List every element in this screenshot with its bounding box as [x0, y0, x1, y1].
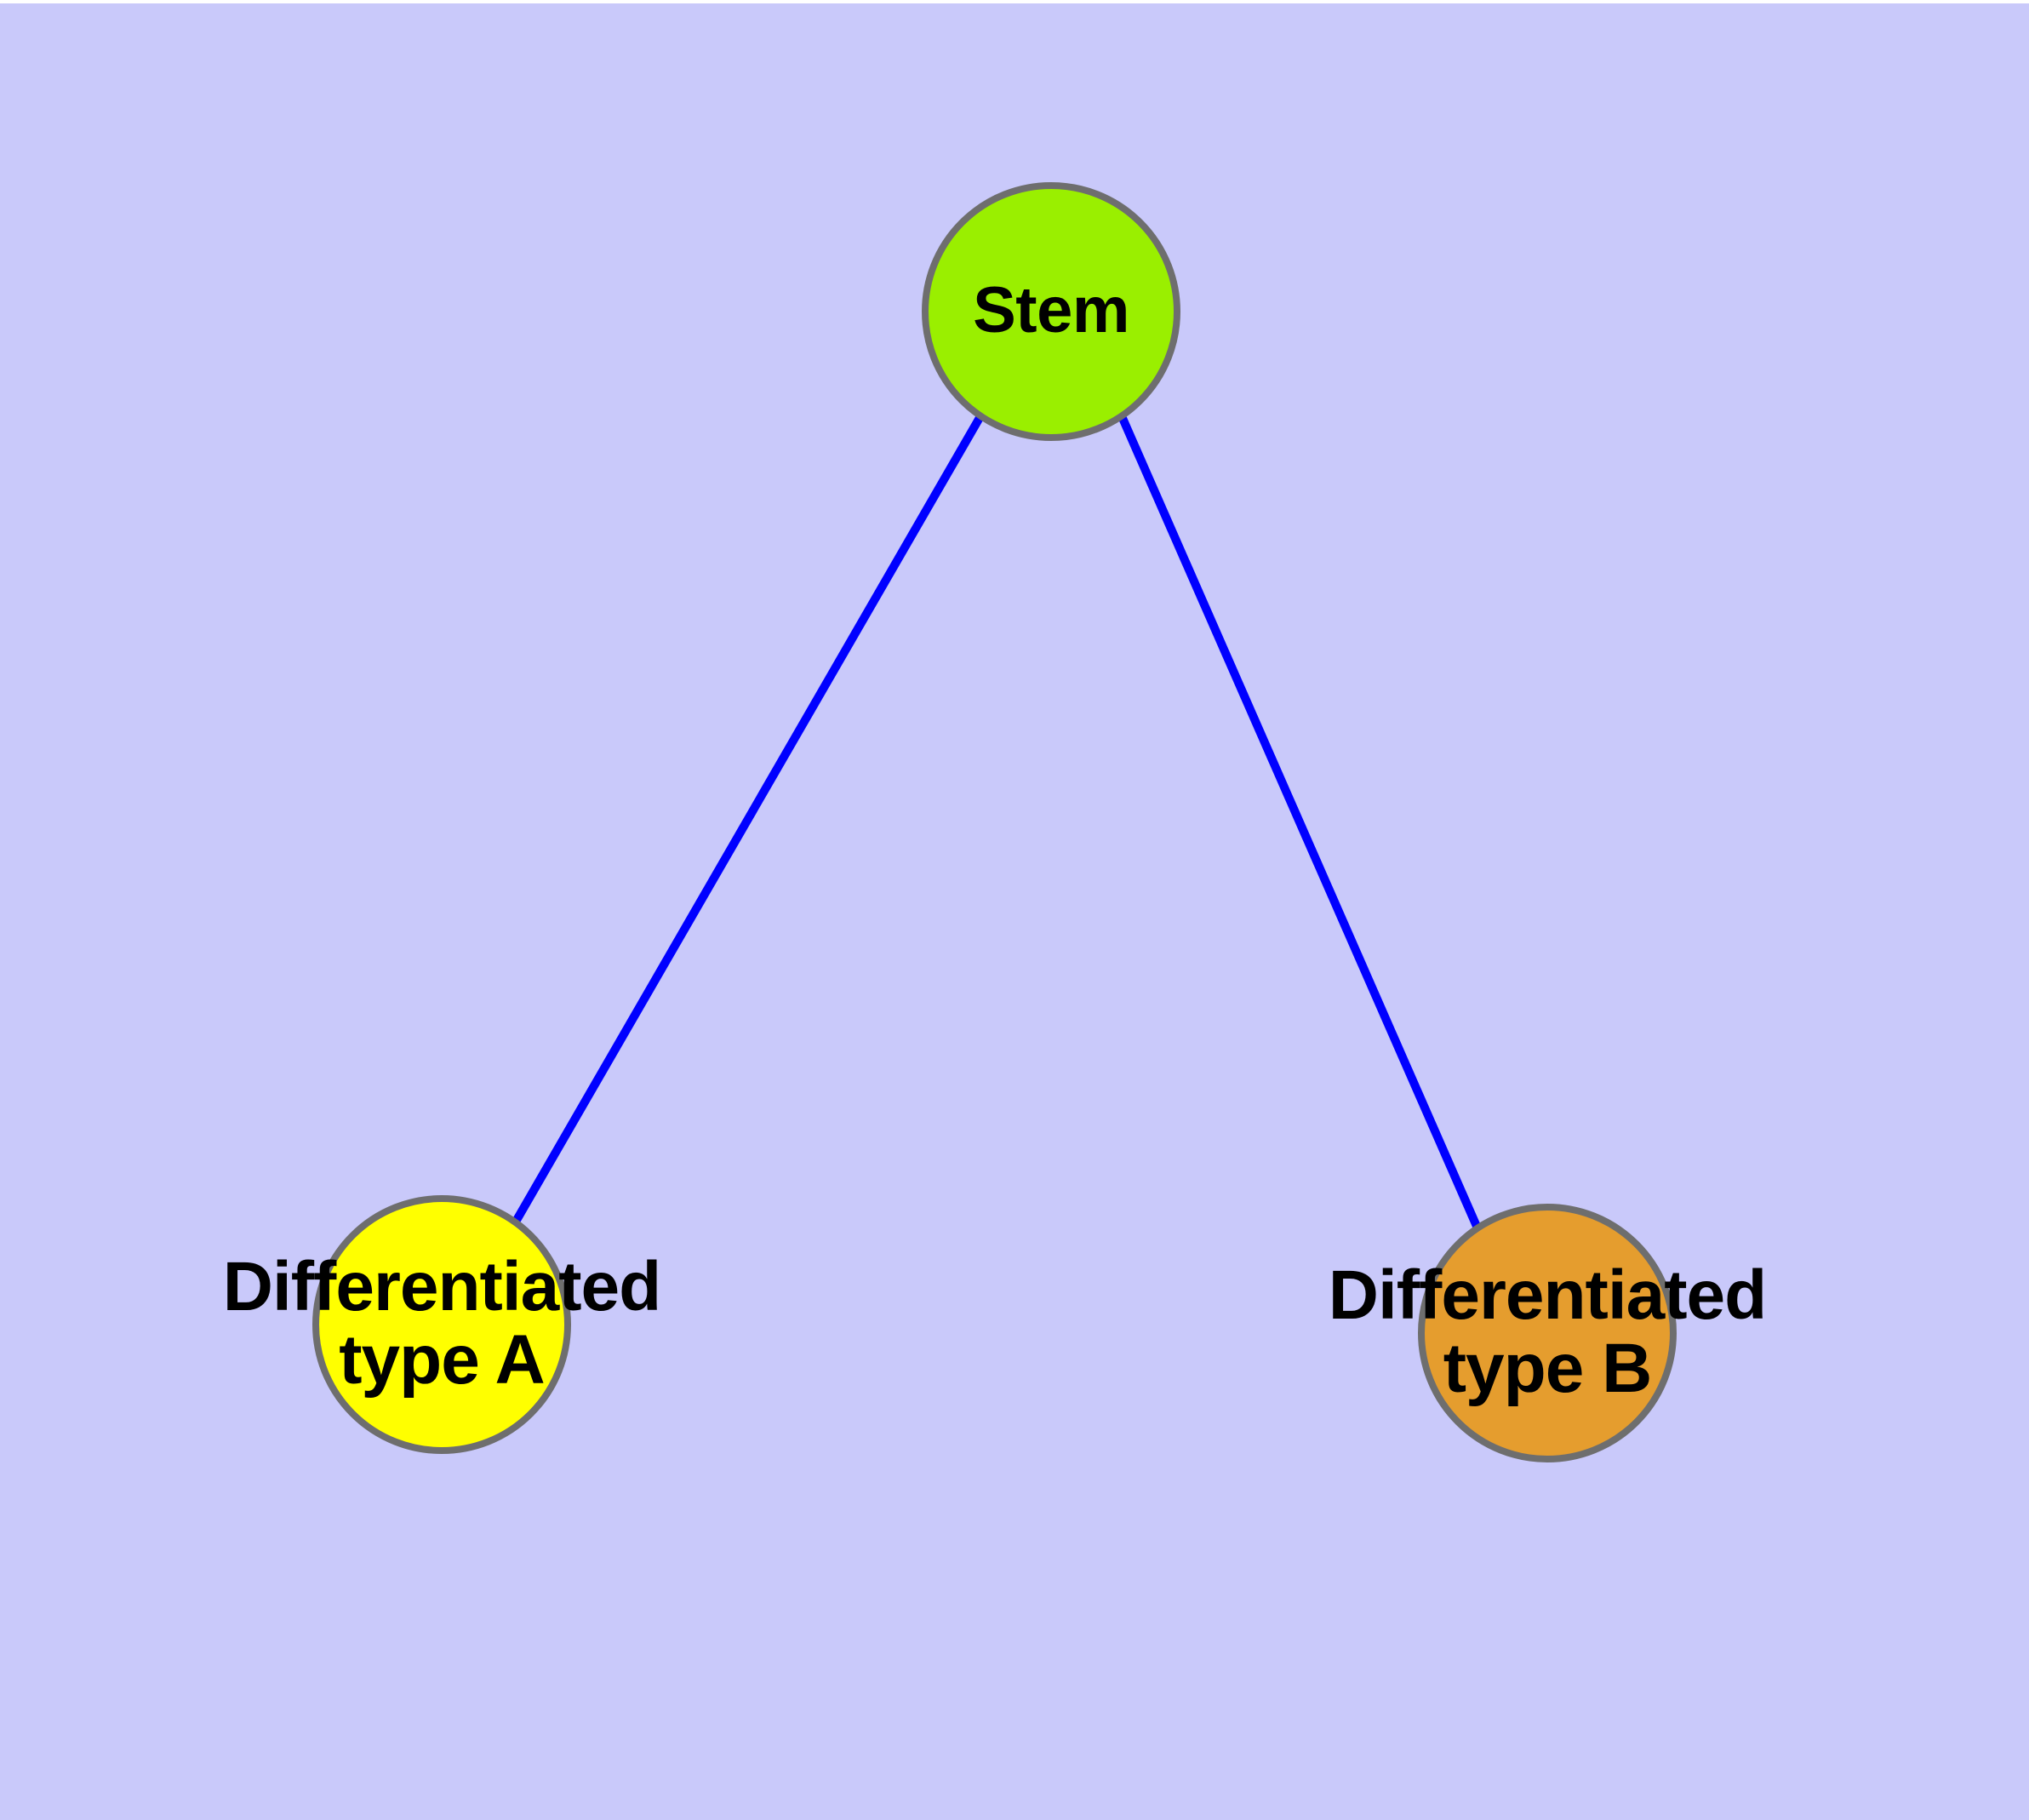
node-differentiated-type-b[interactable] [1418, 1204, 1677, 1462]
node-group [312, 182, 1677, 1462]
edge-stem-to-differentiated-b[interactable] [1117, 414, 1483, 1233]
edge-stem-to-differentiated-a[interactable] [512, 414, 985, 1224]
node-stem[interactable] [922, 182, 1180, 441]
node-differentiated-type-a[interactable] [312, 1195, 571, 1454]
edge-group [512, 414, 1483, 1233]
